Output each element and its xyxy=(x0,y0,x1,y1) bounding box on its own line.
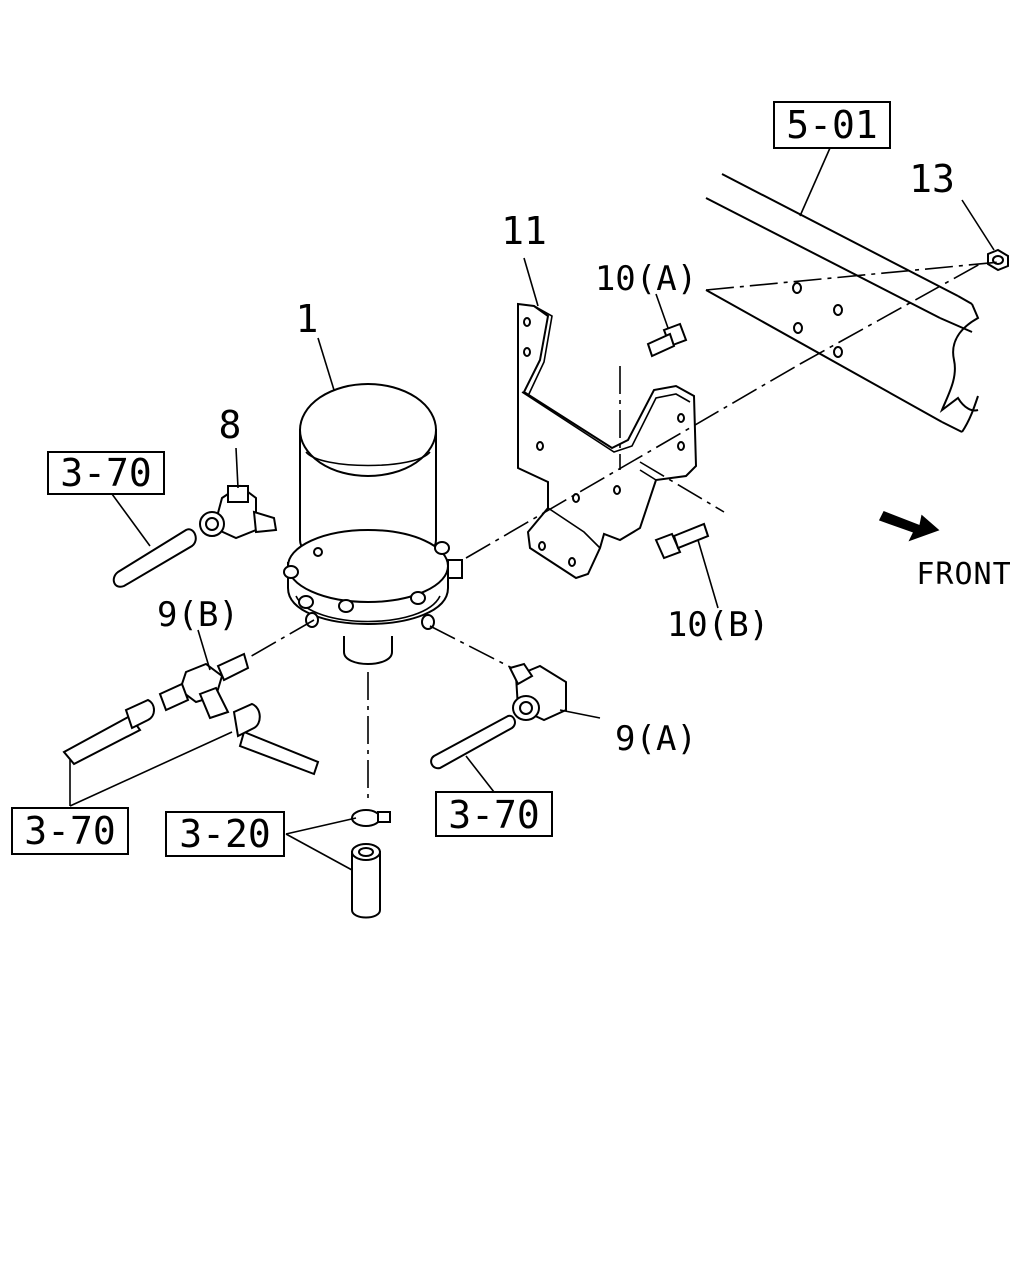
pipe-right xyxy=(430,714,516,770)
ref-box-hose xyxy=(165,811,285,857)
pipes-left-bottom xyxy=(62,698,320,776)
bolt-10b xyxy=(654,522,710,560)
callout-9b: 9(B) xyxy=(157,595,239,635)
callout-11: 11 xyxy=(501,209,547,253)
ref-hose: 3-20 xyxy=(179,812,271,856)
front-label: FRONT xyxy=(916,557,1011,592)
callout-1: 1 xyxy=(296,297,319,341)
hose xyxy=(351,843,381,919)
bracket xyxy=(517,302,698,580)
ref-pipe-left-bottom: 3-70 xyxy=(24,809,116,853)
ref-frame: 5-01 xyxy=(786,103,878,147)
air-dryer xyxy=(283,383,463,665)
ref-box-pipe-left-top xyxy=(47,451,165,495)
ref-pipe-left-top: 3-70 xyxy=(60,451,152,495)
ref-box-pipe-left-bottom xyxy=(11,807,129,855)
callout-10b: 10(B) xyxy=(667,605,769,645)
bolt-10a xyxy=(646,322,688,358)
leader-lines xyxy=(69,147,995,871)
assembly-lines xyxy=(247,261,1001,800)
front-arrow-icon xyxy=(878,511,940,542)
fitting-9a xyxy=(508,662,567,722)
callout-8: 8 xyxy=(219,403,242,447)
fitting-9b xyxy=(158,652,250,720)
callout-9a: 9(A) xyxy=(615,719,697,759)
callout-13: 13 xyxy=(909,157,955,201)
ref-box-pipe-right xyxy=(435,791,553,837)
frame-rail xyxy=(705,173,980,433)
ref-pipe-right: 3-70 xyxy=(448,793,540,837)
fitting-8 xyxy=(199,484,278,540)
nut-13 xyxy=(987,248,1009,272)
callout-10a: 10(A) xyxy=(595,259,697,299)
pipe-left-top xyxy=(112,528,197,588)
ref-box-frame xyxy=(773,101,891,149)
hose-clamp xyxy=(351,809,391,827)
